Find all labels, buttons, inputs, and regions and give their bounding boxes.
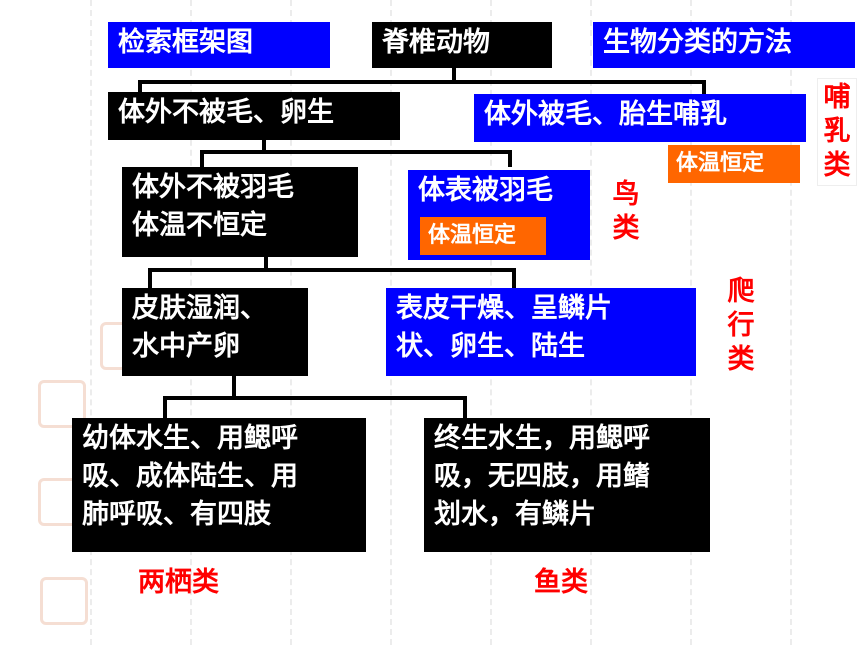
connector-line <box>163 396 167 418</box>
label-char: 爬 <box>727 276 755 307</box>
connector-line <box>200 150 512 154</box>
node-line: 状、卵生、陆生 <box>396 331 585 362</box>
node-fish-traits: 终生水生，用鳃呼 吸，无四肢，用鳍 划水，有鳞片 <box>424 418 710 552</box>
connector-line <box>508 150 512 167</box>
node-dry-scaly-skin: 表皮干燥、呈鳞片 状、卵生、陆生 <box>386 288 696 376</box>
connector-line <box>138 80 706 84</box>
connector-line <box>148 268 152 290</box>
method-label: 生物分类的方法 <box>593 22 855 68</box>
node-line: 肺呼吸、有四肢 <box>82 499 271 530</box>
connector-line <box>232 376 236 398</box>
node-line: 划水，有鳞片 <box>434 499 596 530</box>
label-reptiles: 爬 行 类 <box>726 275 756 377</box>
node-line: 吸，无四肢，用鳍 <box>434 461 650 492</box>
label-char: 鸟 <box>612 179 640 210</box>
connector-line <box>148 268 516 272</box>
node-no-fur-oviparous: 体外不被毛、卵生 <box>108 92 400 140</box>
tag-warm-blooded-mammals: 体温恒定 <box>668 145 800 183</box>
node-line: 表皮干燥、呈鳞片 <box>396 293 612 324</box>
label-char: 类 <box>823 150 851 181</box>
label-fish: 鱼类 <box>534 567 588 598</box>
tag-warm-blooded-birds: 体温恒定 <box>420 217 546 255</box>
label-char: 类 <box>727 344 755 375</box>
label-mammals: 哺 乳 类 <box>817 78 857 186</box>
connector-line <box>138 80 142 94</box>
node-fur-viviparous: 体外被毛、胎生哺乳 <box>474 94 806 142</box>
node-line: 吸、成体陆生、用 <box>82 461 298 492</box>
node-line: 体外不被羽毛 <box>132 172 294 203</box>
node-line: 体温不恒定 <box>132 210 267 241</box>
label-char: 行 <box>727 310 755 341</box>
node-amphibian-traits: 幼体水生、用鳃呼 吸、成体陆生、用 肺呼吸、有四肢 <box>72 418 366 552</box>
node-moist-skin: 皮肤湿润、 水中产卵 <box>122 288 308 376</box>
node-line: 体表被羽毛 <box>418 175 553 206</box>
label-birds: 鸟 类 <box>611 178 641 246</box>
connector-line <box>262 140 266 152</box>
node-line: 幼体水生、用鳃呼 <box>82 423 298 454</box>
label-char: 类 <box>612 213 640 244</box>
grid-line <box>790 0 792 645</box>
grid-line <box>90 0 92 645</box>
label-char: 乳 <box>823 116 851 147</box>
connector-line <box>264 256 268 270</box>
framework-label: 检索框架图 <box>108 22 330 68</box>
connector-line <box>452 68 456 82</box>
root-node-vertebrates: 脊椎动物 <box>372 22 552 68</box>
node-line: 皮肤湿润、 <box>132 293 267 324</box>
connector-line <box>512 268 516 290</box>
connector-line <box>200 150 204 167</box>
connector-line <box>163 396 467 400</box>
connector-line <box>463 396 467 418</box>
seal-decoration <box>40 577 88 625</box>
label-char: 哺 <box>823 82 851 113</box>
node-line: 水中产卵 <box>132 331 240 362</box>
seal-decoration <box>38 380 86 428</box>
label-amphibians: 两栖类 <box>138 567 219 598</box>
node-line: 终生水生，用鳃呼 <box>434 423 650 454</box>
node-no-feathers-coldblooded: 体外不被羽毛 体温不恒定 <box>122 167 358 257</box>
connector-line <box>702 80 706 94</box>
